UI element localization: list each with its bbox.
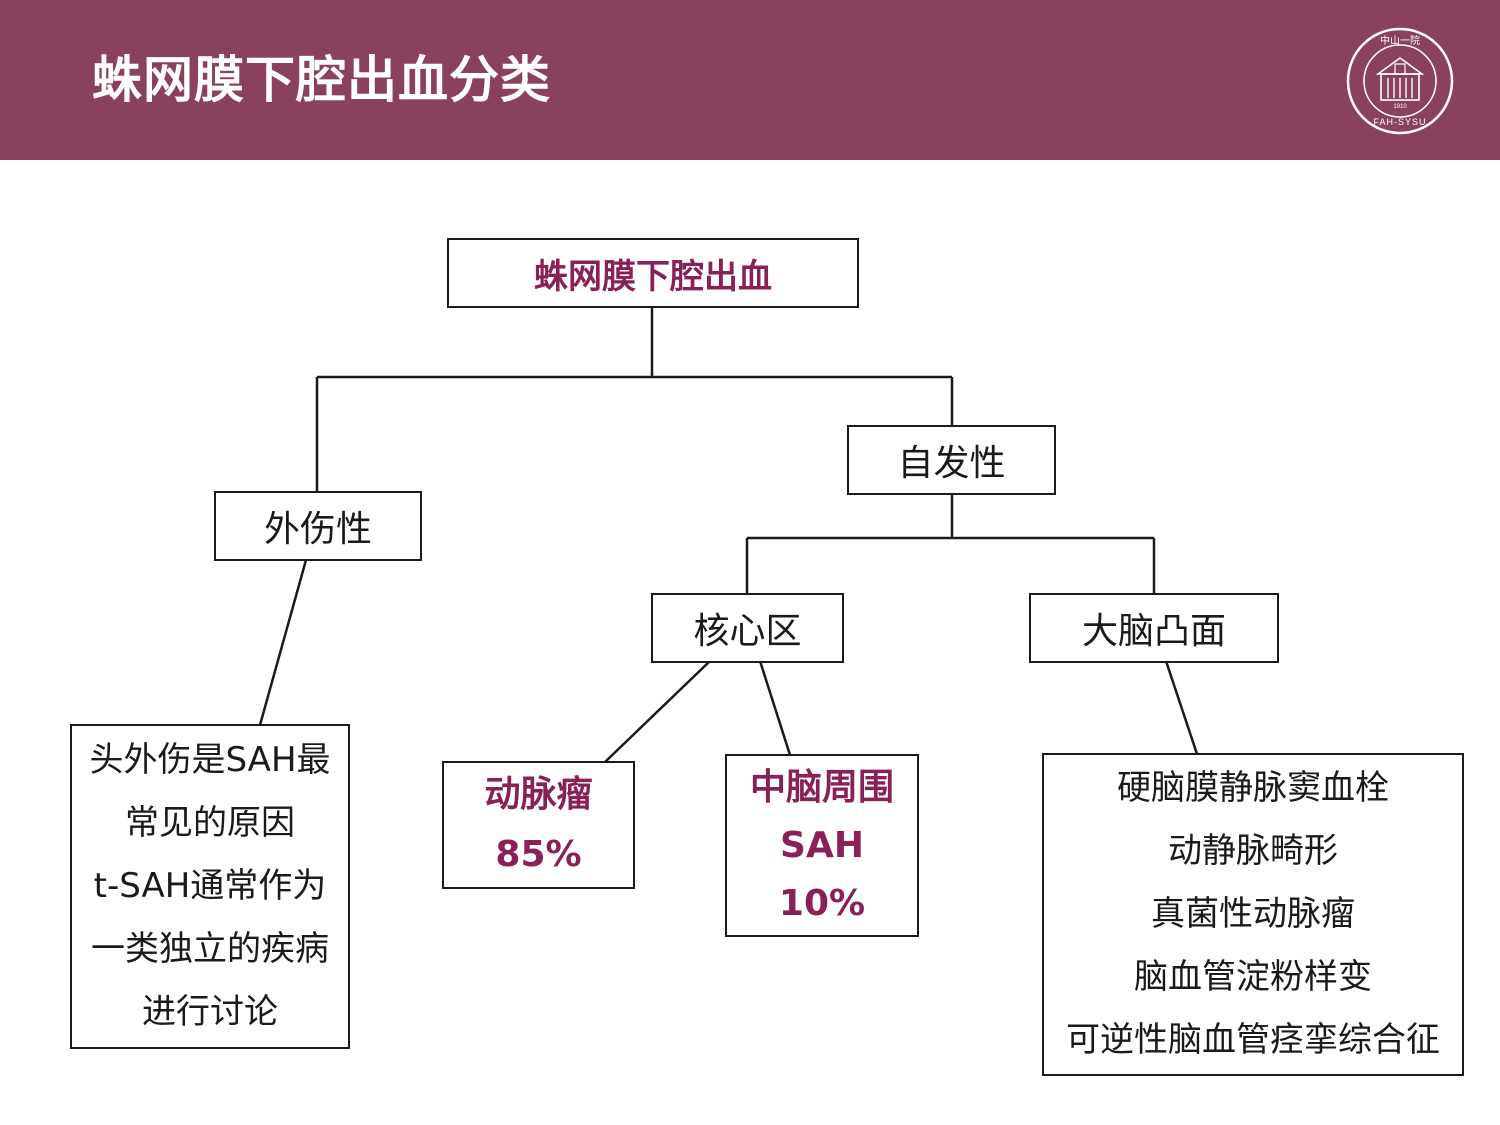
node-traumatic-note: 头外伤是SAH最 常见的原因 t-SAH通常作为 一类独立的疾病 进行讨论 (70, 724, 350, 1049)
logo-year: 1910 (1393, 104, 1407, 110)
node-traumatic-label: 外伤性 (263, 509, 372, 550)
slide-title: 蛛网膜下腔出血分类 (92, 51, 551, 109)
cause-item: 真菌性动脉瘤 (1151, 894, 1355, 934)
cause-item: 可逆性脑血管痉挛综合征 (1066, 1020, 1440, 1060)
pmsah-abbr: SAH (780, 824, 864, 866)
node-traumatic: 外伤性 (214, 491, 422, 561)
cause-item: 脑血管淀粉样变 (1134, 957, 1372, 997)
node-convexity-label: 大脑凸面 (1081, 611, 1226, 652)
node-perimesencephalic-sah: 中脑周围 SAH 10% (725, 754, 919, 937)
pmsah-percent: 10% (778, 882, 866, 924)
node-spontaneous: 自发性 (847, 425, 1056, 495)
note-line: 一类独立的疾病 (91, 929, 329, 969)
cause-item: 硬脑膜静脉窦血栓 (1117, 768, 1389, 808)
node-convexity: 大脑凸面 (1029, 593, 1279, 663)
note-line: 进行讨论 (142, 992, 278, 1032)
note-line: 常见的原因 (125, 803, 295, 843)
node-core-region-label: 核心区 (693, 611, 802, 652)
header-bar: 蛛网膜下腔出血分类 1910 中山一院 FAH-SYSU (0, 0, 1500, 160)
node-convexity-causes: 硬脑膜静脉窦血栓 动静脉畸形 真菌性动脉瘤 脑血管淀粉样变 可逆性脑血管痉挛综合… (1042, 753, 1464, 1076)
logo-top-text: 中山一院 (1380, 34, 1420, 47)
node-sah-root: 蛛网膜下腔出血 (447, 238, 859, 308)
node-aneurysm: 动脉瘤 85% (442, 761, 635, 889)
node-spontaneous-label: 自发性 (897, 443, 1006, 484)
note-line: 头外伤是SAH最 (89, 740, 331, 780)
hospital-logo-icon: 1910 中山一院 FAH-SYSU (1346, 27, 1454, 135)
aneurysm-name: 动脉瘤 (484, 774, 593, 815)
node-sah-root-label: 蛛网膜下腔出血 (534, 256, 772, 297)
aneurysm-percent: 85% (495, 834, 582, 875)
logo-bottom-text: FAH-SYSU (1373, 117, 1426, 127)
note-line: t-SAH通常作为 (93, 866, 327, 906)
cause-item: 动静脉畸形 (1168, 831, 1338, 871)
pmsah-name: 中脑周围 (749, 766, 894, 808)
node-core-region: 核心区 (651, 593, 844, 663)
